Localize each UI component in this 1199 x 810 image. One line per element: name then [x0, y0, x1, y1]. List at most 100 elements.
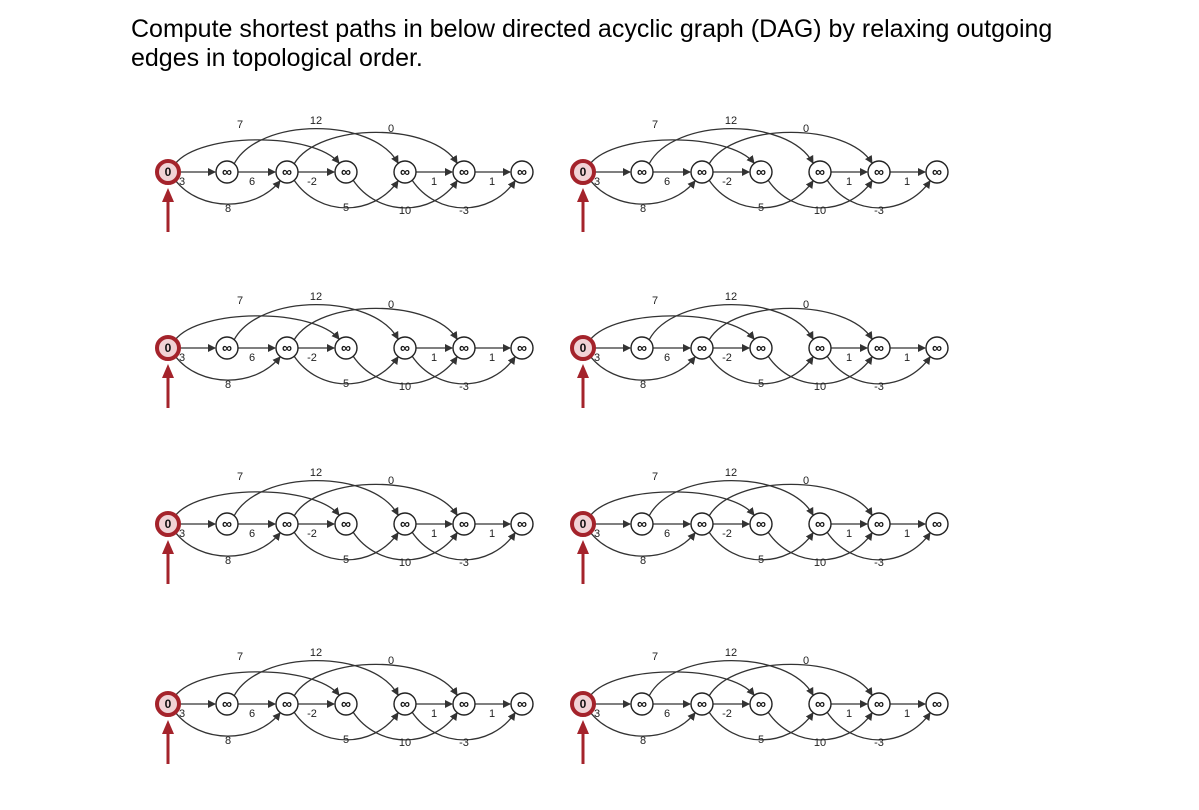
graph-node: ∞ — [510, 512, 534, 536]
edge-weight-label: 5 — [343, 554, 349, 566]
edge-weight-label: 8 — [225, 203, 231, 215]
svg-text:∞: ∞ — [815, 340, 825, 356]
svg-text:∞: ∞ — [341, 696, 351, 712]
edge-c-f — [293, 131, 458, 165]
edge-weight-label: 1 — [904, 352, 910, 364]
svg-text:∞: ∞ — [756, 516, 766, 532]
edge-weight-label: 0 — [388, 655, 394, 667]
edge-weight-label: 10 — [399, 737, 411, 749]
svg-text:∞: ∞ — [222, 164, 232, 180]
source-arrow-icon — [162, 720, 174, 764]
edge-weight-label: 1 — [489, 176, 495, 188]
edge-weight-label: 1 — [846, 176, 852, 188]
edge-weight-label: 1 — [431, 708, 437, 720]
graph-node: ∞ — [808, 692, 832, 716]
graph-node: ∞ — [808, 512, 832, 536]
edge-a-c — [174, 711, 281, 737]
svg-text:∞: ∞ — [874, 340, 884, 356]
svg-text:0: 0 — [165, 517, 172, 531]
svg-text:∞: ∞ — [341, 340, 351, 356]
graph-node: ∞ — [334, 336, 358, 360]
edge-weight-label: 10 — [399, 557, 411, 569]
edge-weight-label: 12 — [725, 467, 737, 479]
edge-c-e — [708, 179, 814, 209]
edge-c-f — [708, 131, 873, 165]
svg-text:0: 0 — [580, 341, 587, 355]
edge-c-e — [708, 355, 814, 385]
edge-weight-label: 1 — [489, 528, 495, 540]
edge-weight-label: 3 — [594, 352, 600, 364]
edge-weight-label: 3 — [594, 528, 600, 540]
edge-weight-label: 0 — [803, 655, 809, 667]
edge-c-f — [708, 307, 873, 341]
edge-a-c — [174, 531, 281, 557]
graph-node: ∞ — [749, 160, 773, 184]
edge-weight-label: -2 — [722, 708, 732, 720]
edge-e-g — [411, 355, 516, 385]
svg-text:0: 0 — [580, 165, 587, 179]
svg-text:∞: ∞ — [282, 696, 292, 712]
edge-weight-label: 3 — [179, 528, 185, 540]
source-arrow-icon — [162, 364, 174, 408]
edge-e-g — [826, 531, 931, 561]
svg-text:∞: ∞ — [637, 696, 647, 712]
edge-weight-label: 6 — [664, 708, 670, 720]
edge-weight-label: 6 — [664, 528, 670, 540]
graph-node: ∞ — [690, 692, 714, 716]
svg-text:∞: ∞ — [341, 516, 351, 532]
graph-node: ∞ — [630, 692, 654, 716]
svg-text:∞: ∞ — [932, 696, 942, 712]
edge-e-g — [411, 711, 516, 741]
graph-node: ∞ — [215, 512, 239, 536]
svg-text:∞: ∞ — [400, 696, 410, 712]
graph-node: ∞ — [925, 336, 949, 360]
instruction-line-2: edges in topological order. — [131, 44, 423, 72]
graph-node: ∞ — [630, 160, 654, 184]
graph-node: ∞ — [690, 512, 714, 536]
edge-weight-label: 0 — [803, 299, 809, 311]
graph-node: ∞ — [334, 692, 358, 716]
edge-weight-label: 8 — [225, 379, 231, 391]
graph-node: ∞ — [630, 336, 654, 360]
source-node: 0 — [570, 691, 596, 717]
edge-e-g — [826, 711, 931, 741]
svg-text:∞: ∞ — [815, 516, 825, 532]
edge-b-e — [233, 480, 399, 517]
edge-weight-label: -3 — [459, 557, 469, 569]
source-node: 0 — [155, 691, 181, 717]
edge-weight-label: 1 — [431, 352, 437, 364]
edge-weight-label: 12 — [310, 115, 322, 127]
edge-weight-label: 0 — [803, 475, 809, 487]
edge-weight-label: 5 — [343, 734, 349, 746]
edge-weight-label: -3 — [459, 205, 469, 217]
edge-weight-label: 12 — [725, 647, 737, 659]
graph-node: ∞ — [275, 512, 299, 536]
edge-a-c — [589, 531, 696, 557]
graph-node: ∞ — [393, 160, 417, 184]
edge-weight-label: 6 — [249, 708, 255, 720]
graph-node: ∞ — [215, 692, 239, 716]
svg-text:∞: ∞ — [932, 340, 942, 356]
edge-a-d — [589, 315, 755, 341]
edge-weight-label: 3 — [179, 708, 185, 720]
svg-text:∞: ∞ — [282, 516, 292, 532]
edge-c-f — [708, 663, 873, 697]
graph-node: ∞ — [510, 336, 534, 360]
svg-text:∞: ∞ — [874, 516, 884, 532]
edge-weight-label: 8 — [225, 555, 231, 567]
edge-weight-label: 8 — [225, 735, 231, 747]
edge-c-e — [708, 711, 814, 741]
svg-text:∞: ∞ — [697, 164, 707, 180]
graph-node: ∞ — [334, 512, 358, 536]
edge-weight-label: 1 — [846, 352, 852, 364]
svg-text:∞: ∞ — [517, 340, 527, 356]
edge-d-f — [767, 711, 873, 741]
edge-weight-label: 5 — [758, 734, 764, 746]
source-arrow-icon — [577, 364, 589, 408]
edge-weight-label: 1 — [431, 176, 437, 188]
edge-weight-label: 12 — [725, 115, 737, 127]
svg-text:∞: ∞ — [282, 340, 292, 356]
edge-weight-label: -2 — [307, 528, 317, 540]
edge-a-d — [589, 671, 755, 697]
